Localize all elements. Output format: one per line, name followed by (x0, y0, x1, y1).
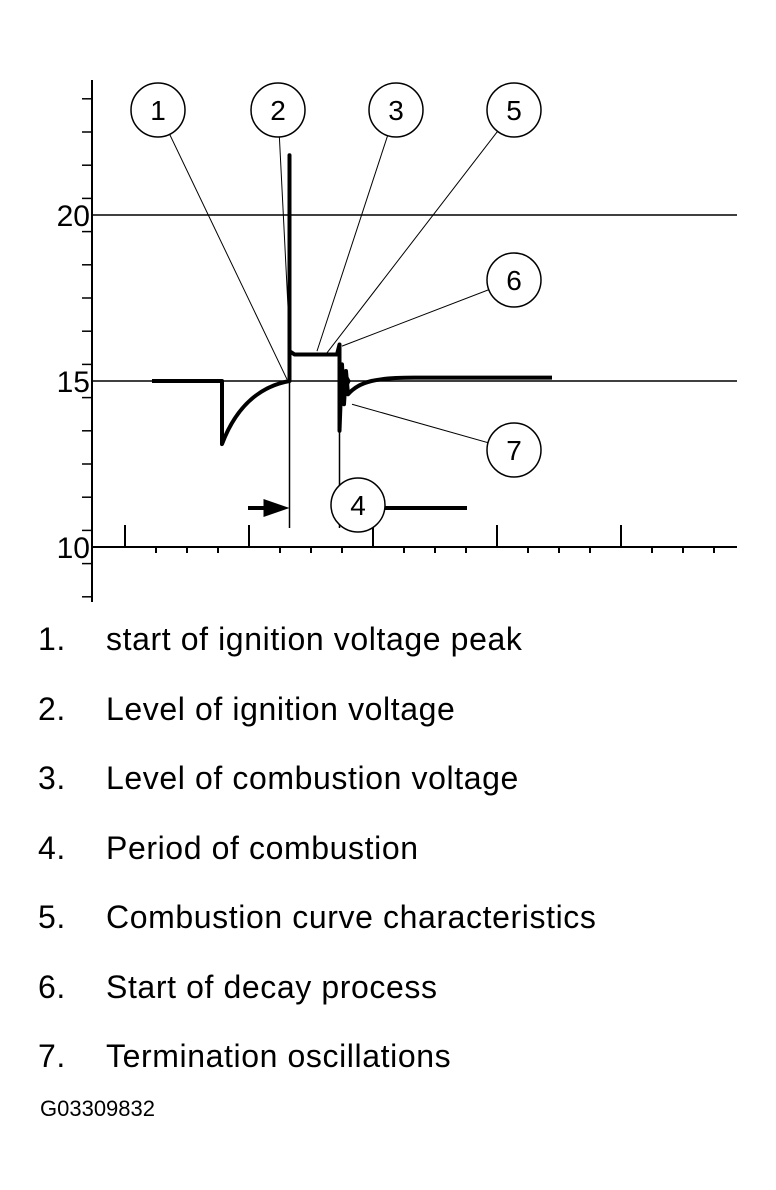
y-tick-labels: 10 15 20 (57, 200, 90, 565)
legend-item-number: 3. (38, 760, 66, 796)
callout-circle-4 (330, 477, 386, 533)
ignition-voltage-diagram: 10 15 20 1 2 3 4 5 6 7 (57, 80, 737, 602)
callout-leader-6 (341, 279, 515, 347)
figure-id: G03309832 (40, 1096, 155, 1121)
callout-circle-6 (486, 252, 542, 308)
callout-label-5: 5 (506, 95, 522, 126)
legend-item-number: 6. (38, 968, 66, 1005)
callout-label-7: 7 (506, 435, 522, 466)
legend-item-text: Start of decay process (106, 968, 438, 1005)
callout-leader-5 (326, 109, 515, 354)
y-tick-label: 10 (57, 532, 90, 565)
legend-item-text: start of ignition voltage peak (106, 621, 523, 657)
legend-item: 1. start of ignition voltage peak (38, 617, 596, 687)
callout-leader-1 (157, 109, 288, 380)
callout-circle-5 (486, 82, 542, 138)
ticks (82, 98, 715, 598)
termination-oscillation-mark (339, 361, 351, 405)
axes (91, 80, 737, 602)
callout-leader-7 (351, 403, 515, 451)
combustion-period-marker (248, 361, 467, 528)
legend-item-text: Termination oscillations (106, 1038, 452, 1074)
legend-item-number: 7. (38, 1038, 66, 1074)
callout-leaders (157, 109, 515, 451)
callout-label-2: 2 (270, 95, 286, 126)
legend-item: 6. Start of decay process (38, 965, 596, 1035)
callout-circle-7 (486, 422, 542, 478)
y-tick-label: 15 (57, 366, 90, 399)
legend-item: 5. Combustion curve characteristics (38, 895, 596, 965)
legend-item: 3. Level of combustion voltage (38, 756, 596, 826)
callout-label-3: 3 (388, 95, 404, 126)
callout-circle-1 (130, 82, 186, 138)
legend-item-number: 1. (38, 621, 66, 657)
legend-item-text: Level of combustion voltage (106, 760, 519, 796)
callout-label-1: 1 (150, 95, 166, 126)
legend-list: 1. start of ignition voltage peak 2. Level … (38, 617, 596, 1104)
voltage-trace (152, 153, 552, 447)
legend-item-text: Level of ignition voltage (106, 690, 456, 727)
legend-item: 2. Level of ignition voltage (38, 687, 596, 757)
callout-circle-3 (368, 82, 424, 138)
period-arrow-left-head (263, 499, 290, 517)
callouts: 1 2 3 4 5 6 7 (130, 82, 542, 533)
legend-item: 4. Period of combustion (38, 826, 596, 896)
callout-leader-3 (316, 109, 397, 352)
legend-item-number: 4. (38, 829, 66, 866)
legend-item-number: 5. (38, 899, 66, 935)
y-tick-label: 20 (57, 200, 90, 233)
legend-item-text: Period of combustion (106, 829, 419, 866)
callout-label-6: 6 (506, 265, 522, 296)
callout-circle-2 (250, 82, 306, 138)
callout-label-4: 4 (350, 490, 366, 521)
legend-item-text: Combustion curve characteristics (106, 899, 597, 935)
legend-item-number: 2. (38, 690, 66, 727)
legend-item: 7. Termination oscillations (38, 1034, 596, 1104)
